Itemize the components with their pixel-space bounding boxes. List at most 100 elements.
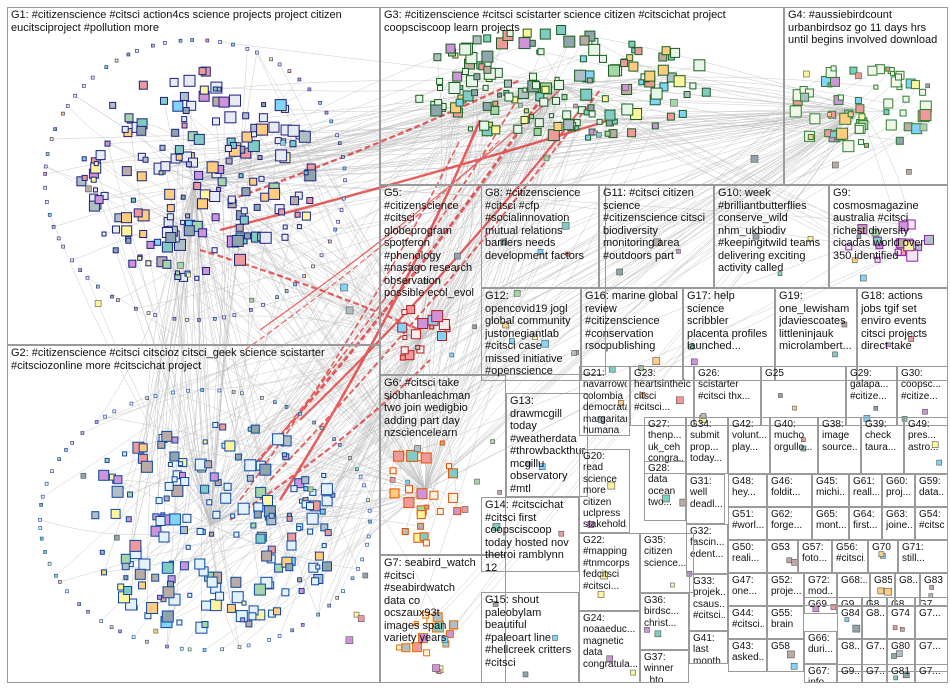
- edge: [194, 179, 268, 501]
- group-label: G68:...: [841, 575, 867, 586]
- node: [701, 87, 711, 97]
- node: [491, 125, 501, 135]
- edge: [214, 109, 861, 319]
- node: [424, 504, 430, 510]
- node: [467, 126, 473, 132]
- node: [312, 420, 317, 425]
- edge: [559, 84, 901, 244]
- group-label: G57: foto...: [802, 542, 828, 565]
- node: [877, 587, 885, 595]
- node: [124, 113, 134, 123]
- node: [321, 495, 333, 507]
- nodes: [38, 25, 943, 681]
- edge: [194, 110, 495, 181]
- group-cell-g10: G10: week #brilliantbutterflies conserve…: [714, 185, 829, 288]
- node: [365, 542, 369, 547]
- node: [109, 101, 117, 109]
- node: [179, 92, 189, 101]
- edge: [99, 84, 561, 200]
- node: [929, 585, 935, 590]
- group-cell-g31: G31: well deadl...: [686, 474, 725, 524]
- node: [841, 321, 848, 328]
- node: [230, 513, 236, 519]
- group-label: G64: first...: [853, 509, 878, 532]
- edge: [405, 339, 426, 532]
- node: [133, 208, 143, 218]
- node: [423, 279, 429, 284]
- node: [243, 232, 251, 240]
- node: [274, 99, 287, 112]
- edge: [424, 89, 546, 491]
- node: [186, 100, 197, 111]
- group-label: G29: galapa... #citize...: [850, 368, 889, 402]
- node: [157, 594, 162, 600]
- node: [138, 80, 148, 90]
- node: [255, 50, 259, 55]
- node: [218, 40, 222, 44]
- node: [76, 176, 87, 187]
- edge: [248, 99, 542, 471]
- node: [113, 475, 123, 485]
- node: [320, 483, 333, 496]
- node: [874, 256, 881, 263]
- node: [161, 610, 174, 623]
- edge: [437, 109, 861, 618]
- node: [422, 539, 430, 547]
- node: [915, 244, 923, 252]
- edge: [405, 84, 561, 648]
- node: [389, 477, 396, 483]
- group-cell-g33: G33: projek... csaus... #citsci...: [689, 574, 728, 631]
- edge: [424, 122, 610, 491]
- node: [626, 54, 634, 62]
- node: [54, 573, 58, 578]
- node: [109, 625, 114, 630]
- edge: [450, 48, 561, 86]
- edge: [278, 119, 482, 501]
- node: [883, 98, 894, 109]
- node: [171, 476, 178, 483]
- node: [429, 490, 439, 500]
- node: [180, 194, 186, 200]
- edge: [559, 84, 899, 253]
- group-cell-g29: G29: galapa... #citize...: [846, 366, 897, 426]
- edge: [148, 84, 561, 314]
- edge: [182, 222, 421, 341]
- node: [296, 525, 302, 531]
- node: [832, 351, 838, 358]
- edge: [235, 339, 421, 583]
- edge: [271, 339, 421, 516]
- node: [871, 228, 880, 237]
- node: [574, 125, 580, 131]
- group-cell-g53: G53: [767, 540, 798, 573]
- node: [82, 84, 86, 88]
- group-label: G28: data ocean two...: [648, 463, 676, 509]
- edge: [324, 84, 561, 546]
- edge: [623, 61, 861, 111]
- edge: [248, 84, 561, 624]
- node: [432, 664, 440, 672]
- node: [65, 589, 69, 594]
- node: [617, 399, 624, 406]
- node: [311, 264, 315, 269]
- node: [654, 630, 662, 638]
- node: [253, 583, 266, 596]
- edge: [421, 109, 861, 515]
- group-cell-g63: G63: joine...: [882, 507, 915, 540]
- edge: [194, 179, 240, 648]
- node: [651, 122, 659, 130]
- node: [150, 525, 162, 537]
- node: [163, 40, 167, 45]
- node: [196, 528, 204, 535]
- node: [473, 73, 481, 81]
- group-cell-g52: G52: proje...: [767, 573, 804, 606]
- edge: [424, 115, 611, 491]
- edge: [291, 109, 861, 546]
- edge: [424, 240, 878, 491]
- node: [659, 82, 669, 92]
- group-label: G7...: [919, 641, 941, 652]
- edge: [209, 114, 926, 526]
- group-label: G2: #citizenscience #citsci citscioz cit…: [11, 347, 325, 372]
- node: [134, 306, 138, 311]
- node: [628, 61, 639, 72]
